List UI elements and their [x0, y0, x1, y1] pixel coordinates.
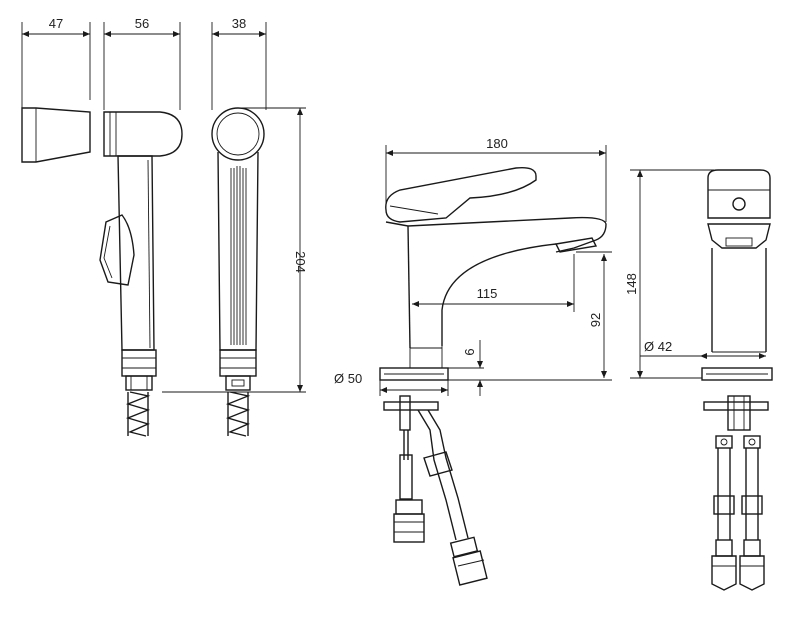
hand-shower-side-view	[99, 22, 183, 437]
hand-shower-front-view	[162, 22, 306, 437]
faucet-front-view	[630, 169, 773, 591]
dim-label-head-depth: 56	[135, 16, 149, 31]
dim-label-base-diameter: Ø 50	[334, 371, 362, 386]
dim-label-base-thickness: 6	[462, 348, 477, 355]
dim-label-spout-height: 92	[588, 313, 603, 327]
dim-label-holder-depth: 47	[49, 16, 63, 31]
wall-holder-view	[21, 22, 91, 163]
dim-label-head-width: 38	[232, 16, 246, 31]
dim-label-faucet-height: 148	[624, 273, 639, 295]
dim-label-shower-length: 204	[293, 251, 308, 273]
dim-label-faucet-reach: 180	[486, 136, 508, 151]
dim-label-body-diameter: Ø 42	[644, 339, 672, 354]
faucet-side-view	[379, 145, 612, 586]
dim-label-spout-reach: 115	[477, 286, 498, 301]
